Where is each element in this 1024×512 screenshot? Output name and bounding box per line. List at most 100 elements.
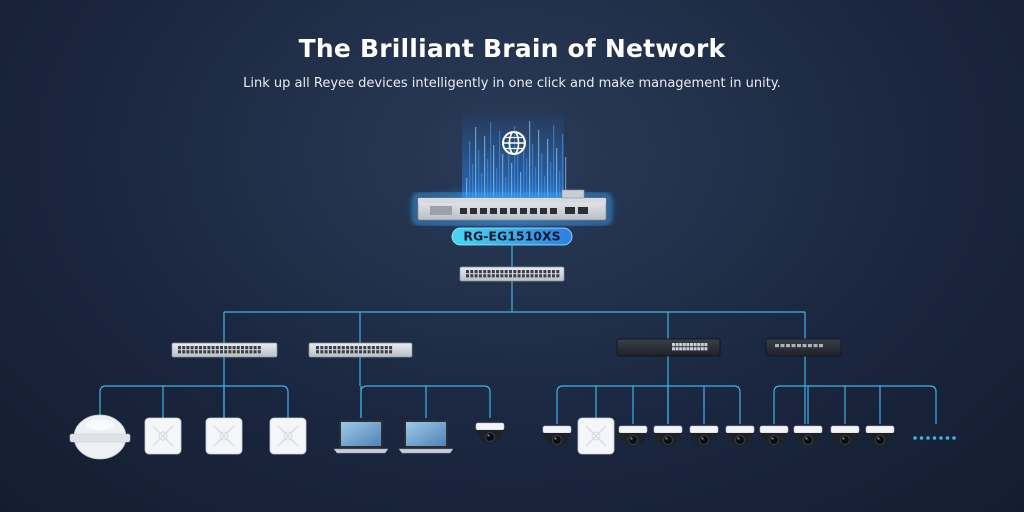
dot (919, 436, 924, 440)
switch-port (316, 350, 319, 354)
switch-port (220, 350, 223, 354)
beam-streak (478, 150, 480, 198)
switch-port (797, 344, 801, 348)
switch-port (513, 270, 517, 274)
switch-port (376, 346, 380, 350)
switch-port (534, 274, 538, 278)
switch-port (337, 346, 341, 350)
switch-port (363, 350, 367, 354)
switch-port (478, 274, 482, 278)
switch-port (672, 347, 675, 351)
switch-port (389, 346, 393, 350)
connection-line (733, 385, 741, 424)
switch-port (483, 270, 487, 274)
switch-port (552, 270, 555, 274)
switch-port (697, 343, 701, 347)
poe-switch (616, 338, 721, 357)
switch-port (376, 350, 380, 354)
beam-streak (541, 153, 543, 198)
switch-port (350, 346, 354, 350)
switch-port (517, 270, 521, 274)
ceiling-access-point-icon (269, 417, 307, 455)
switch-port (530, 274, 534, 278)
switch-port (346, 346, 350, 350)
switch-port (324, 346, 328, 350)
switch-port (241, 346, 244, 350)
switch-port (466, 274, 469, 278)
switch-port (186, 350, 190, 354)
switch-port (245, 346, 249, 350)
ceiling-access-point-icon (577, 417, 615, 455)
page-title: The Brilliant Brain of Network (298, 34, 726, 63)
switch-port (700, 343, 704, 347)
connection-line (99, 385, 107, 418)
beam-streak (493, 145, 495, 198)
beam-streak (472, 164, 474, 198)
switch-port (697, 347, 701, 351)
beam-streak (529, 121, 531, 198)
switch-port (547, 270, 551, 274)
beam-streak (514, 126, 516, 198)
switch-port (199, 346, 202, 350)
beam-streak (526, 158, 528, 198)
beam-streak (508, 140, 510, 198)
switch-port (780, 344, 785, 348)
access-switch-1 (171, 342, 278, 358)
switch-port (228, 346, 232, 350)
switch-port (249, 346, 253, 350)
switch-port (543, 274, 547, 278)
switch-port (679, 347, 683, 351)
beam-streak (523, 135, 525, 198)
switch-port (552, 274, 555, 278)
sfp-port (578, 207, 588, 214)
beam-streak (517, 149, 519, 198)
switch-port (194, 350, 198, 354)
page-subtitle: Link up all Reyee devices intelligently … (243, 76, 781, 91)
panel-plate (430, 206, 452, 215)
beam-streak (475, 127, 477, 198)
switch-port (466, 270, 469, 274)
gateway-router (402, 182, 622, 234)
switch-port (211, 346, 215, 350)
switch-port (324, 350, 328, 354)
connection-line (360, 385, 368, 418)
switch-port (253, 346, 257, 350)
dome-camera-icon (725, 425, 755, 446)
dot (945, 436, 950, 440)
dot (932, 436, 937, 440)
switch-port (220, 346, 223, 350)
switch-port (354, 346, 358, 350)
switch-port (182, 350, 186, 354)
switch-port (371, 346, 375, 350)
switch-port (178, 346, 181, 350)
switch-port (530, 270, 534, 274)
switch-port (236, 350, 240, 354)
switch-port (341, 346, 345, 350)
ethernet-port (530, 208, 537, 214)
model-badge: RG-EG1510XS (451, 227, 573, 246)
switch-port (371, 350, 375, 354)
connection-lines (99, 245, 937, 424)
ethernet-port (510, 208, 517, 214)
switch-port (257, 350, 261, 354)
ethernet-port (520, 208, 527, 214)
switch-port (389, 350, 393, 354)
switch-port (704, 347, 708, 351)
switch-port (496, 274, 500, 278)
dome-camera-icon (618, 425, 648, 446)
ethernet-port (460, 208, 467, 214)
switch-port (384, 350, 388, 354)
beam-streak (469, 141, 471, 198)
switch-port (470, 274, 474, 278)
switch-port (320, 350, 324, 354)
switch-port (245, 350, 249, 354)
switch-port (215, 350, 219, 354)
beam-streak (502, 154, 504, 198)
beam-streak (565, 157, 567, 198)
switch-port (521, 274, 525, 278)
switch-port (547, 274, 551, 278)
switch-port (496, 270, 500, 274)
beam-streak (562, 134, 564, 198)
switch-port (207, 346, 211, 350)
